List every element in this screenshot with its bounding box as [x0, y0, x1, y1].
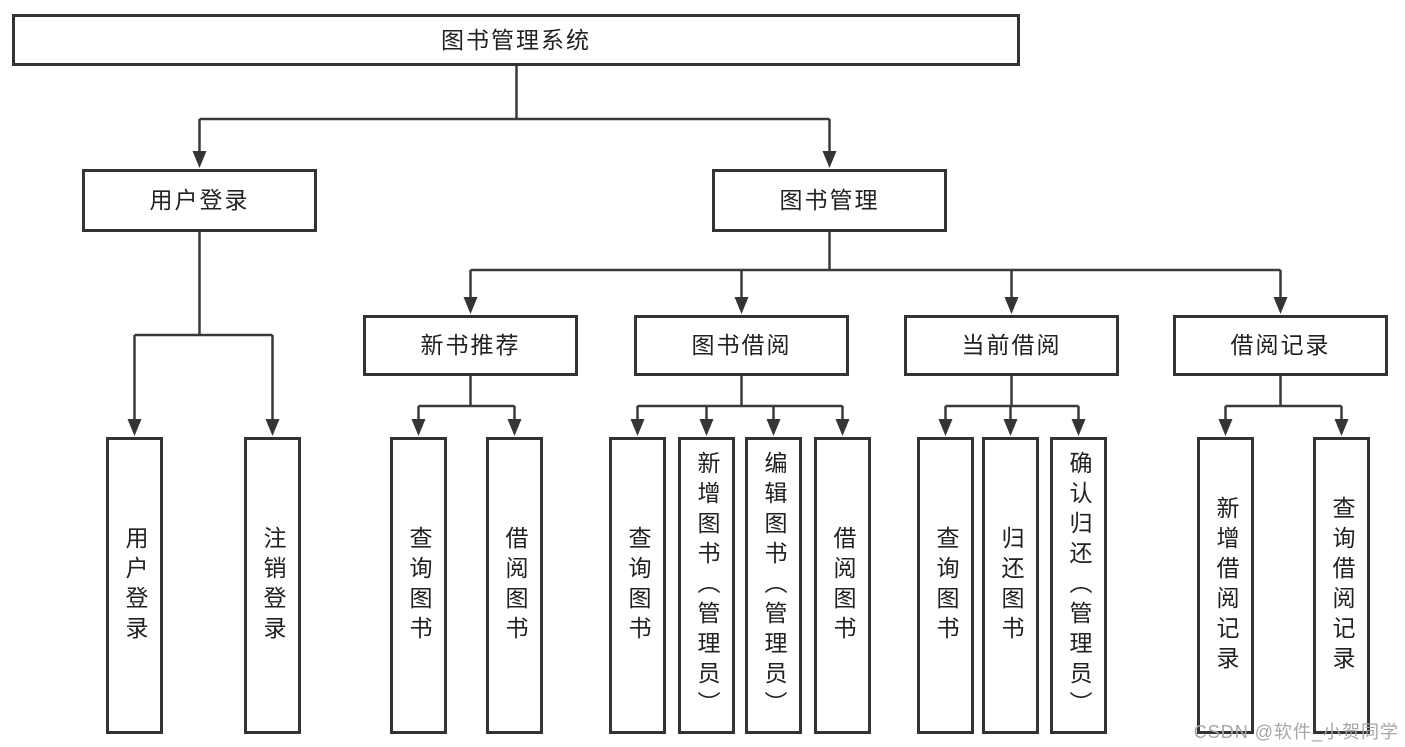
node-confirm-return-admin: 确认归还（管理员）: [1050, 437, 1107, 734]
node-edit-book-admin: 编辑图书（管理员）: [745, 437, 802, 734]
node-label: 用户登录: [122, 525, 148, 646]
node-label: 借阅记录: [1230, 332, 1331, 358]
node-add-book-admin: 新增图书（管理员）: [678, 437, 735, 734]
node-label: 查询图书: [933, 525, 959, 646]
node-book-borrowing: 图书借阅: [634, 315, 849, 376]
node-add-borrow-record: 新增借阅记录: [1197, 437, 1254, 734]
node-user-login-leaf: 用户登录: [106, 437, 163, 734]
node-query-books-recommend: 查询图书: [390, 437, 447, 734]
node-label: 借阅图书: [830, 525, 856, 646]
node-return-book: 归还图书: [982, 437, 1039, 734]
node-label: 图书管理系统: [441, 26, 591, 53]
node-label: 查询图书: [406, 525, 432, 646]
watermark: CSDN @软件_小贺同学: [1193, 722, 1399, 742]
node-borrowing-records: 借阅记录: [1173, 315, 1388, 376]
node-library-management-system: 图书管理系统: [12, 14, 1020, 66]
node-borrow-books-borrowing: 借阅图书: [814, 437, 871, 734]
node-label: 确认归还（管理员）: [1066, 450, 1092, 721]
node-label: 借阅图书: [502, 525, 528, 646]
node-label: 新书推荐: [420, 332, 521, 358]
node-query-borrow-record: 查询借阅记录: [1313, 437, 1370, 734]
node-book-management: 图书管理: [712, 169, 947, 232]
node-label: 图书管理: [779, 187, 880, 213]
node-label: 图书借阅: [691, 332, 792, 358]
connector-path: [133, 66, 1343, 421]
node-query-books-borrowing: 查询图书: [609, 437, 666, 734]
node-label: 新增图书（管理员）: [694, 450, 720, 721]
node-label: 注销登录: [260, 525, 286, 646]
node-label: 查询图书: [625, 525, 651, 646]
node-logout: 注销登录: [244, 437, 301, 734]
node-borrow-books-recommend: 借阅图书: [486, 437, 543, 734]
node-label: 归还图书: [998, 525, 1024, 646]
node-label: 当前借阅: [961, 332, 1062, 358]
node-label: 编辑图书（管理员）: [761, 450, 787, 721]
node-label: 新增借阅记录: [1213, 495, 1239, 676]
node-user-login: 用户登录: [82, 169, 317, 232]
node-current-borrowing: 当前借阅: [904, 315, 1119, 376]
node-label: 用户登录: [149, 187, 250, 213]
node-query-books-current: 查询图书: [917, 437, 974, 734]
node-label: 查询借阅记录: [1329, 495, 1355, 676]
node-new-book-recommend: 新书推荐: [363, 315, 578, 376]
